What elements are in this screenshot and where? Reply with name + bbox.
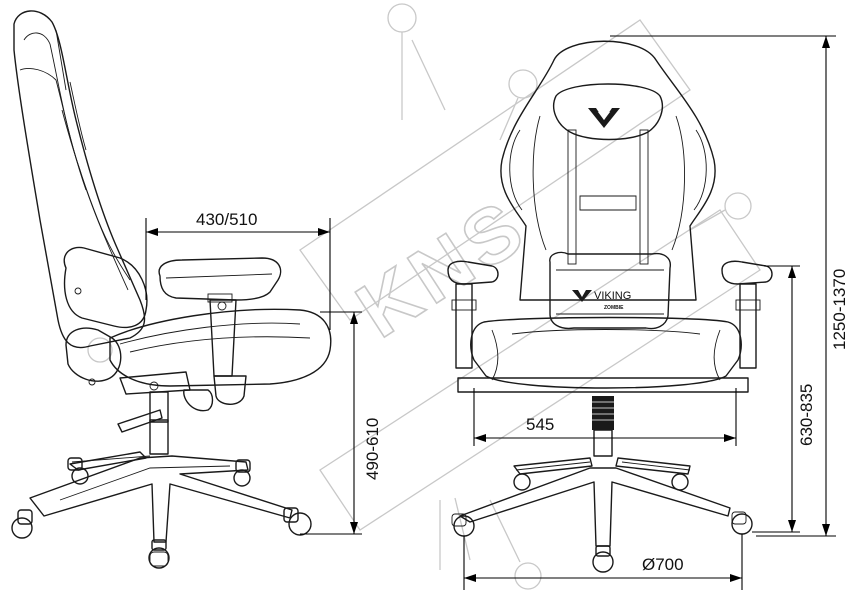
dim-seat-height: 490-610 <box>300 311 382 535</box>
dim-label-seat-width: 545 <box>526 415 554 434</box>
caster <box>283 507 312 536</box>
dim-label-base-diameter: Ø700 <box>642 555 684 574</box>
dim-label-arm-depth: 430/510 <box>196 210 257 229</box>
logo-subtext: ZOMBIE <box>604 305 624 311</box>
dim-arm-depth: 430/510 <box>145 210 331 330</box>
caster <box>592 545 614 573</box>
logo-text: VIKING <box>594 290 631 302</box>
headrest-emblem <box>588 108 620 128</box>
caster <box>513 473 531 491</box>
caster <box>67 457 89 485</box>
dim-total-height: 1250-1370 <box>610 35 848 537</box>
caster <box>671 473 689 491</box>
front-view-chair: VIKING ZOMBIE <box>447 40 773 573</box>
caster <box>731 511 753 535</box>
dimension-lines: 430/510 490-610 545 630-835 <box>145 35 848 590</box>
dim-label-total-height: 1250-1370 <box>830 269 848 350</box>
dim-arm-height: 630-835 <box>752 265 816 533</box>
dim-label-arm-height: 630-835 <box>797 384 816 446</box>
viking-logo: VIKING ZOMBIE <box>572 290 631 311</box>
watermark-text: KNS <box>341 181 542 354</box>
dim-label-seat-height: 490-610 <box>363 418 382 480</box>
caster <box>148 539 170 569</box>
side-view-chair <box>11 10 332 569</box>
dim-seat-width: 545 <box>473 388 737 446</box>
gas-lift <box>592 396 614 457</box>
watermark: KNS <box>87 3 761 590</box>
dim-base-diameter: Ø700 <box>463 534 743 590</box>
caster <box>233 459 251 487</box>
caster <box>11 509 33 539</box>
